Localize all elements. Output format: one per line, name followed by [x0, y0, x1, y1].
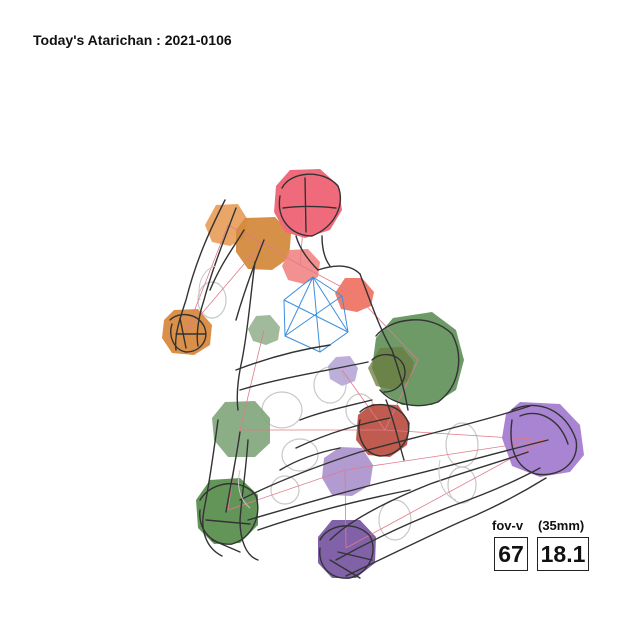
ghost-contour [198, 265, 457, 509]
fov-value[interactable]: 67 [494, 537, 528, 571]
torso-wireframe-icon [283, 276, 349, 353]
lens-label: (35mm) [538, 518, 585, 533]
joint-hip-right[interactable] [356, 404, 410, 457]
sketch-strokes [169, 173, 578, 579]
fov-label: fov-v [492, 518, 524, 533]
joint-spheres [162, 169, 584, 578]
joint-foot-left-lower[interactable] [318, 520, 376, 578]
joint-knee-mid[interactable] [322, 447, 373, 496]
joint-neck[interactable] [282, 249, 320, 284]
page-title: Today's Atarichan : 2021-0106 [33, 32, 232, 48]
lens-value[interactable]: 18.1 [537, 537, 589, 571]
joint-hip-left[interactable] [212, 401, 270, 457]
joint-head[interactable] [274, 169, 342, 238]
camera-readout: fov-v (35mm) 67 18.1 [490, 518, 600, 578]
joint-hip-right-dark[interactable] [368, 347, 414, 390]
